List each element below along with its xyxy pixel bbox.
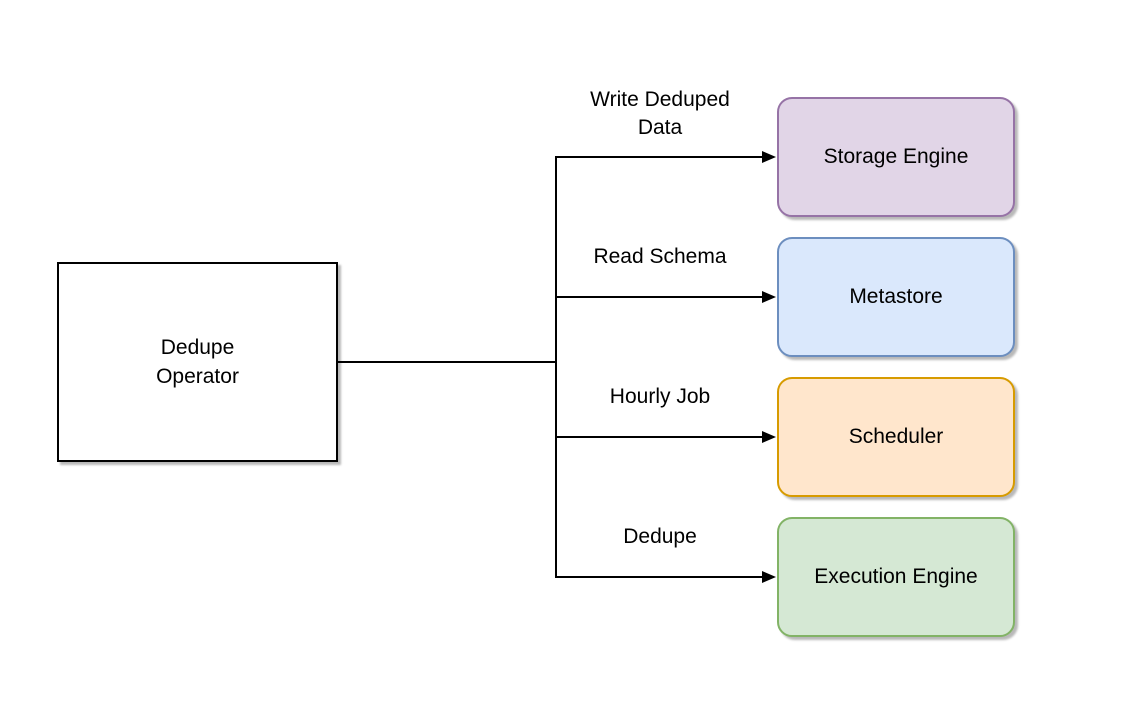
edge-label-write-deduped-data: Write Deduped Data [590, 88, 730, 140]
node-metastore: Metastore [777, 237, 1015, 357]
node-storage-engine-label: Storage Engine [823, 145, 969, 169]
node-scheduler: Scheduler [777, 377, 1015, 497]
node-dedupe-operator-label: Dedupe Operator [156, 335, 239, 388]
node-metastore-label: Metastore [849, 285, 943, 309]
node-storage-engine: Storage Engine [777, 97, 1015, 217]
node-execution-engine-label: Execution Engine [814, 565, 978, 589]
edge-label-dedupe: Dedupe [623, 525, 697, 548]
node-scheduler-label: Scheduler [848, 425, 944, 449]
edge-label-hourly-job: Hourly Job [609, 385, 711, 408]
node-execution-engine: Execution Engine [777, 517, 1015, 637]
edge-label-read-schema: Read Schema [593, 245, 727, 268]
node-dedupe-operator: Dedupe Operator [57, 262, 338, 462]
